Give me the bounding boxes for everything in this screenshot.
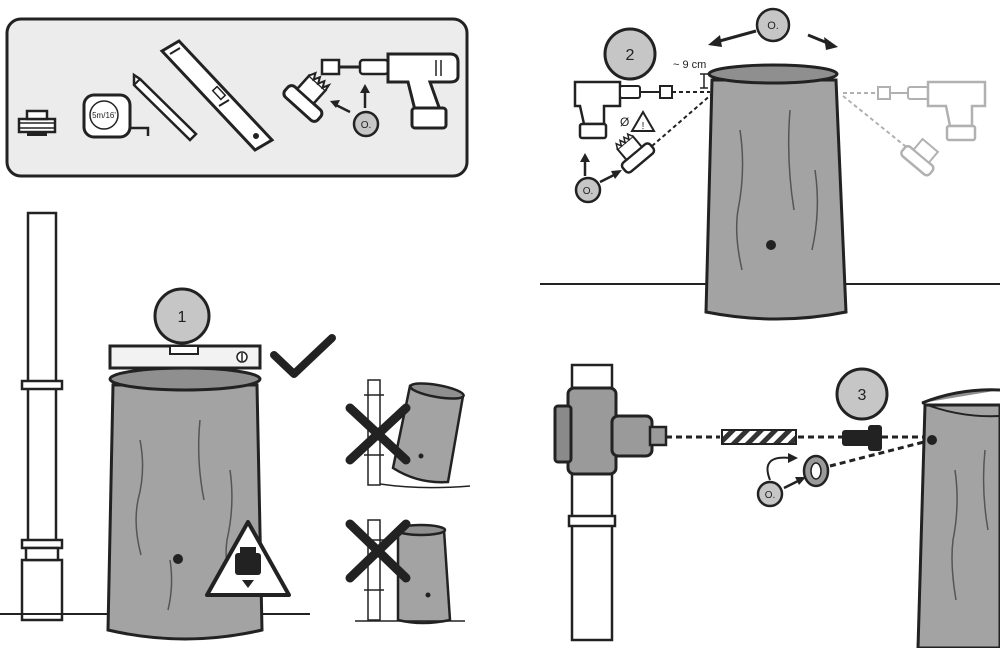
optional-badge-label: O. — [361, 120, 372, 131]
downpipe-diverter — [553, 363, 668, 642]
optional-badge-step3-label: O. — [765, 490, 776, 501]
barrel-step2 — [704, 63, 848, 321]
drill-icon — [320, 52, 460, 130]
hole-saw-icon — [282, 71, 332, 123]
step3-badge-label: 3 — [858, 387, 867, 404]
tools-panel: 5m/16' — [5, 17, 469, 178]
optional-badge-step2-top-label: O. — [767, 20, 779, 32]
drill-step2 — [573, 80, 710, 140]
wrong-cross-icon-2 — [345, 519, 411, 583]
optional-badge-step2-top — [755, 7, 791, 43]
optional-badge-step2-left — [574, 176, 602, 204]
step3-badge — [835, 367, 889, 421]
downpipe-step1 — [20, 211, 64, 622]
wrong-tilted-barrel — [345, 379, 471, 489]
step2-warning-symbol: ! — [642, 121, 645, 132]
drill-step2-faded — [842, 80, 987, 177]
pencil-icon — [132, 72, 198, 142]
rubber-seal-ring — [802, 454, 830, 488]
optional-badge-step3 — [756, 480, 784, 508]
step2-badge — [603, 27, 657, 81]
tape-measure-label: 5m/16' — [92, 111, 116, 120]
twine-roll-icon — [17, 109, 57, 136]
step1-section: 1 — [0, 211, 471, 641]
barrel-step3 — [916, 388, 1000, 650]
step2-diameter-symbol: Ø — [620, 115, 629, 129]
connecting-hose — [721, 429, 797, 445]
step1-badge — [153, 287, 211, 345]
step2-badge-label: 2 — [626, 47, 635, 64]
weight-warning-icon — [205, 520, 291, 597]
barrel-step1 — [106, 366, 264, 641]
optional-badge-step2-left-label: O. — [583, 186, 594, 197]
barrel-connector — [842, 425, 882, 451]
step1-badge-label: 1 — [178, 309, 187, 326]
tools-optional-arrows: O. — [330, 84, 380, 138]
wrong-cross-icon — [345, 403, 411, 465]
optional-badge — [352, 110, 380, 138]
spirit-level-icon — [159, 39, 275, 152]
step2-warning-icon — [630, 110, 656, 132]
hole-saw-step2 — [615, 93, 713, 174]
step2-distance-label: ~ 9 cm — [673, 59, 706, 71]
tape-measure-icon: 5m/16' — [82, 93, 150, 139]
spirit-level-on-barrel — [108, 344, 262, 370]
correct-check-icon — [270, 334, 336, 378]
step3-section: O. 3 — [553, 363, 1000, 650]
step2-section: O. 2 ~ 9 cm Ø ! — [540, 7, 1000, 321]
wrong-uneven-barrel — [345, 519, 465, 625]
